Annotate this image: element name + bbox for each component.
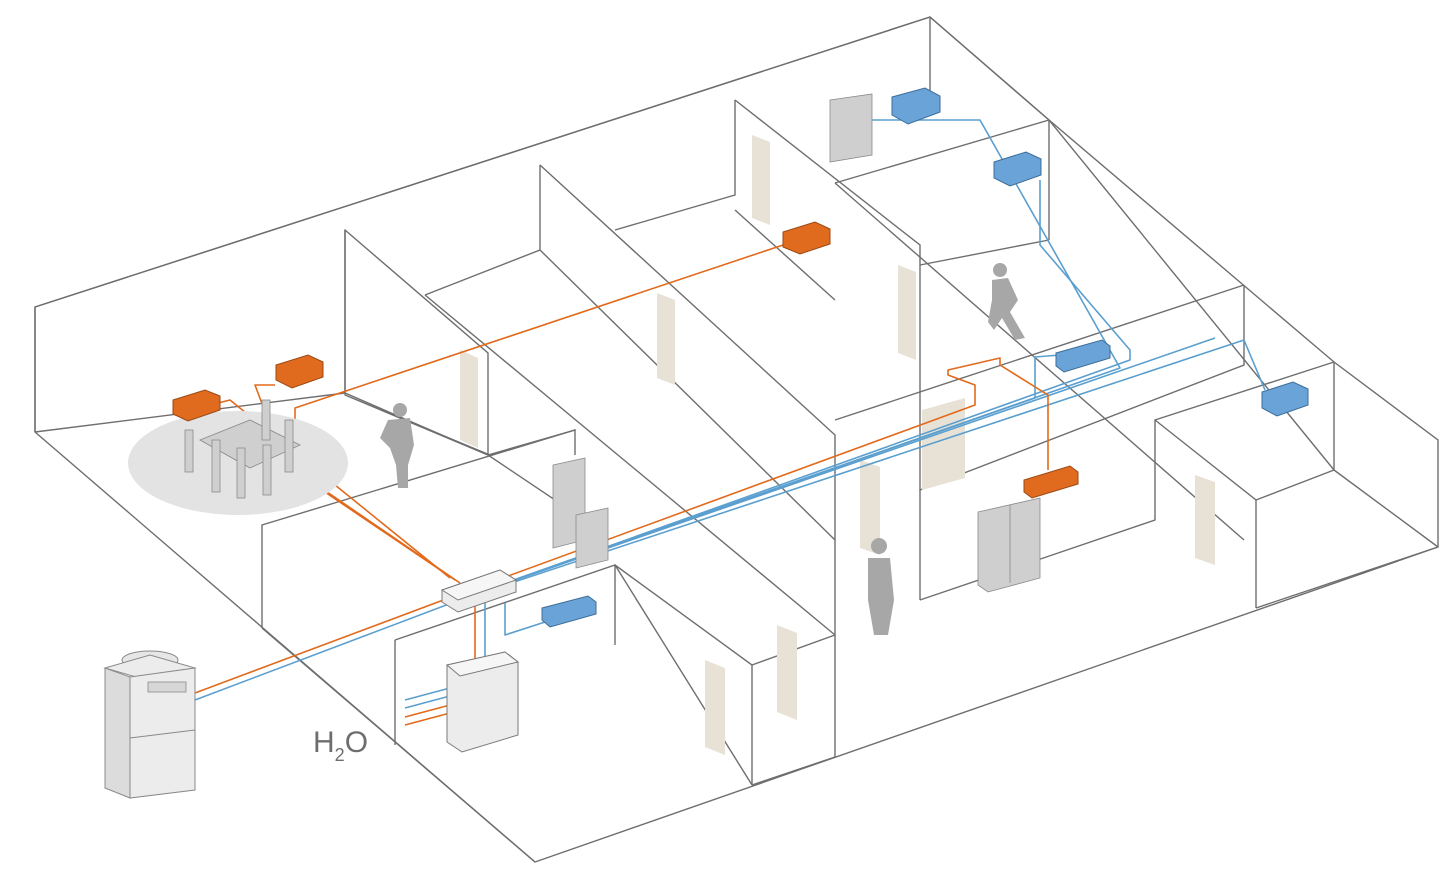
heating-pipe-main bbox=[194, 357, 1049, 694]
door-6 bbox=[860, 460, 880, 555]
person-walking-upper bbox=[988, 263, 1025, 340]
door-7 bbox=[777, 625, 797, 720]
cabinet-upper bbox=[829, 93, 873, 163]
building-shell bbox=[34, 16, 1439, 863]
outdoor-condenser-icon bbox=[103, 650, 197, 799]
people bbox=[380, 263, 1025, 635]
hvac-units bbox=[103, 87, 1309, 799]
dining-area bbox=[128, 399, 348, 515]
wall-corridor-2 bbox=[614, 100, 736, 231]
person-standing-left bbox=[380, 403, 414, 488]
cabinets bbox=[552, 93, 1041, 593]
door-8 bbox=[705, 660, 725, 755]
ceiling-cassette-heating-icon bbox=[172, 221, 1079, 499]
ceiling-cassette-cooling-icon bbox=[541, 87, 1309, 628]
cabinet-lower-right bbox=[977, 497, 1041, 593]
door-4 bbox=[898, 265, 916, 360]
door-1 bbox=[460, 350, 478, 448]
door-3 bbox=[752, 135, 770, 225]
person-woman-center bbox=[868, 538, 894, 635]
door-9 bbox=[1195, 475, 1215, 565]
water-label: H2O bbox=[313, 726, 368, 765]
door-2 bbox=[657, 293, 675, 385]
dining-table bbox=[199, 419, 301, 469]
hydro-box-icon bbox=[445, 651, 520, 753]
branch-controller-icon bbox=[440, 569, 518, 613]
